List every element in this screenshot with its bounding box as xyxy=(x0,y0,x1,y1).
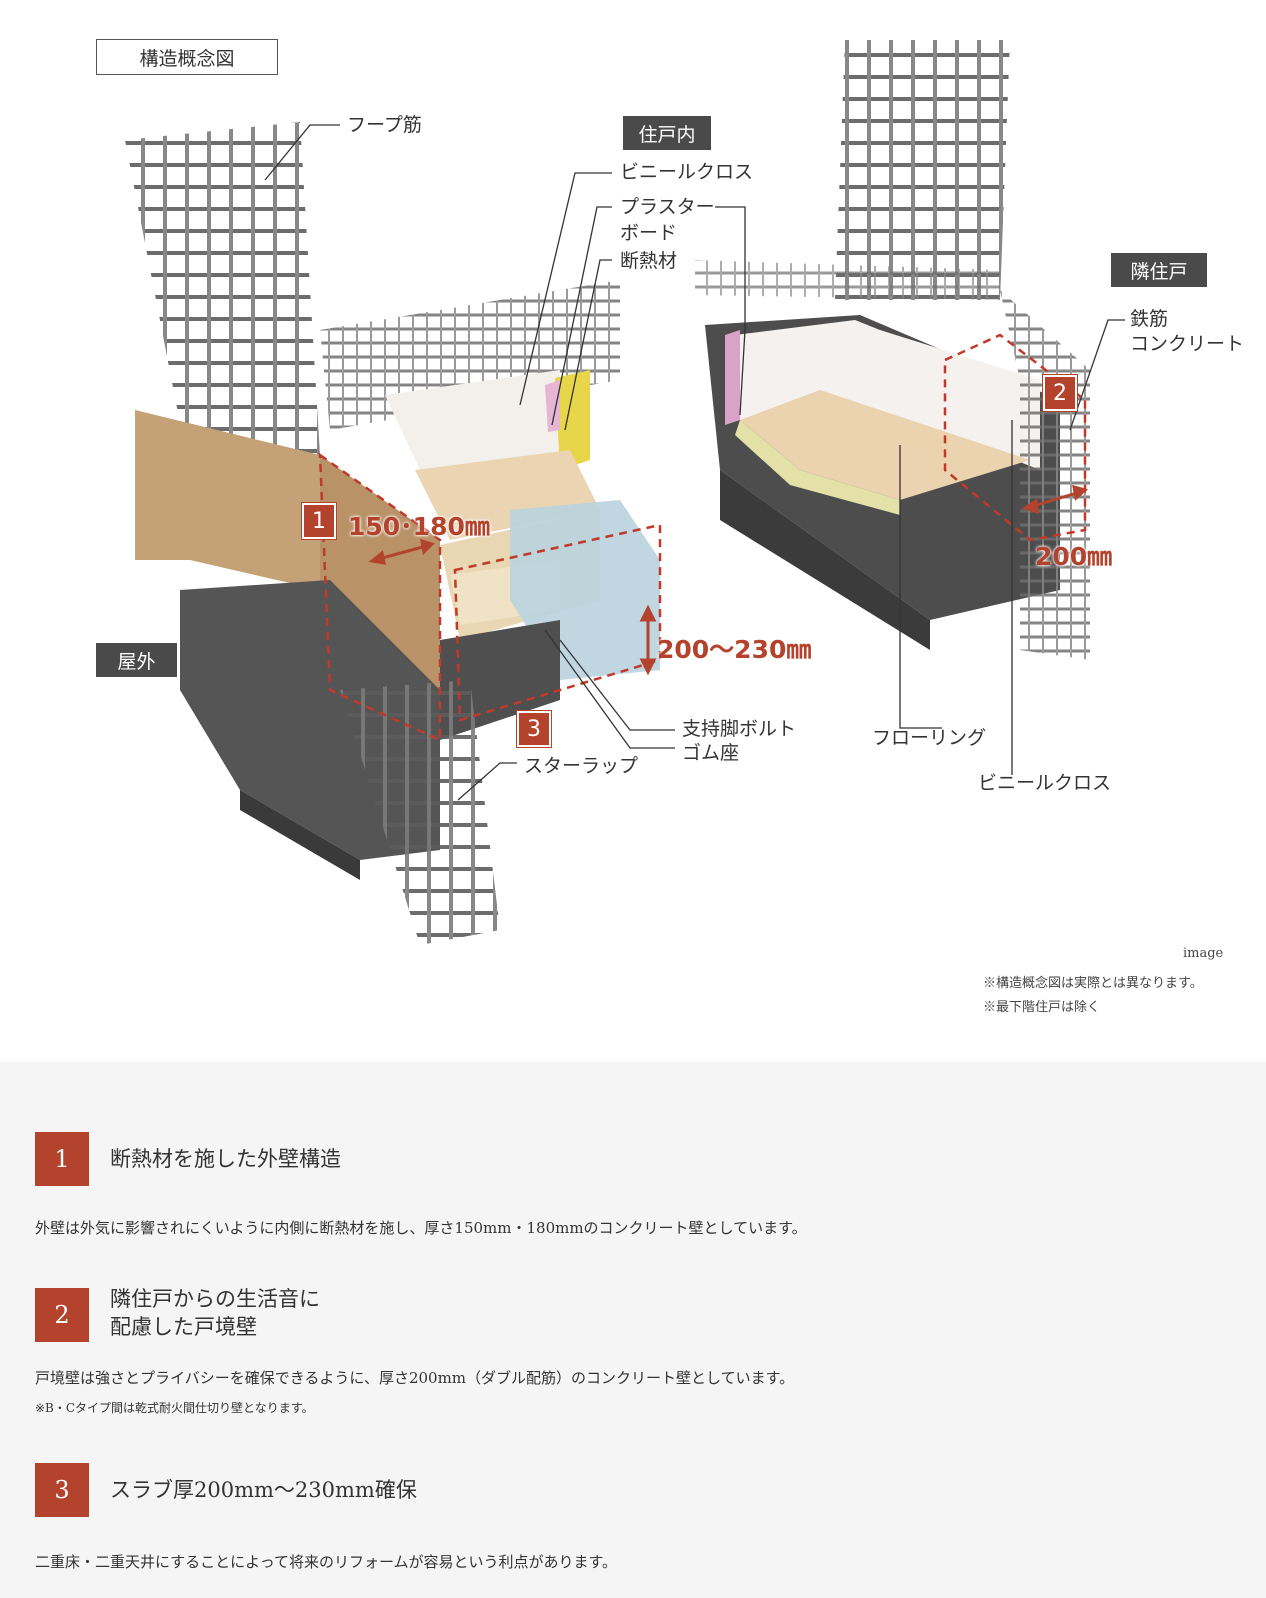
right-column-cage xyxy=(835,40,1010,300)
badge-3: 3 xyxy=(517,711,551,747)
label-plaster-board-1: プラスター xyxy=(620,196,715,218)
neighbor-wall xyxy=(735,320,1040,470)
note-1: ※構造概念図は実際とは異なります。 xyxy=(983,976,1203,991)
feature-2-title-1: 隣住戸からの生活音に xyxy=(110,1287,320,1311)
badge-2: 2 xyxy=(1043,375,1077,411)
feature-1-desc: 外壁は外気に影響されにくいように内側に断熱材を施し、厚さ150mm・180mmの… xyxy=(35,1219,807,1237)
dim-200-230: 200〜230㎜ xyxy=(657,635,812,664)
label-rubber: ゴム座 xyxy=(682,742,740,764)
dim-arrows xyxy=(368,484,1089,676)
structure-diagram: 構造概念図 住戸内 隣住戸 屋外 フープ筋 ビニールクロス プラスター ボード … xyxy=(96,39,1245,1015)
badge-1: 1 xyxy=(302,503,336,539)
note-2: ※最下階住戸は除く xyxy=(983,1000,1101,1015)
diagram-title: 構造概念図 xyxy=(96,39,278,75)
feature-3-title: スラブ厚200mm〜230mm確保 xyxy=(110,1478,417,1502)
label-insulation: 断熱材 xyxy=(620,250,678,272)
label-rc-2: コンクリート xyxy=(1130,333,1245,355)
label-bolt: 支持脚ボルト xyxy=(682,718,797,740)
stirrup-cage xyxy=(340,680,500,945)
zone-neighbor-tag: 隣住戸 xyxy=(1111,253,1207,287)
exterior-wall xyxy=(135,410,320,590)
neighbor-flooring xyxy=(740,390,1030,500)
feature-1-badge: 1 xyxy=(35,1132,89,1186)
dim-150-180: 150･180㎜ xyxy=(348,512,490,541)
structure-illustration xyxy=(125,40,1125,945)
label-rc-1: 鉄筋 xyxy=(1130,308,1169,330)
label-flooring: フローリング xyxy=(872,727,987,749)
dim-200: 200㎜ xyxy=(1035,542,1113,571)
feature-3-desc: 二重床・二重天井にすることによって将来のリフォームが容易という利点があります。 xyxy=(35,1553,618,1571)
unit-wall xyxy=(385,370,560,470)
dim-frames xyxy=(318,333,1087,742)
feature-2-title-2: 配慮した戸境壁 xyxy=(110,1315,257,1339)
zone-unit-tag: 住戸内 xyxy=(623,116,711,150)
feature-2-badge: 2 xyxy=(35,1288,89,1342)
features-section: 1 断熱材を施した外壁構造 外壁は外気に影響されにくいように内側に断熱材を施し、… xyxy=(0,1062,1266,1598)
label-hoop: フープ筋 xyxy=(347,114,422,136)
left-column-cage xyxy=(125,122,320,475)
label-plaster-board-2: ボード xyxy=(620,222,678,244)
feature-2-note: ※B・Cタイプ間は乾式耐火間仕切り壁となります。 xyxy=(35,1401,314,1415)
label-vinyl-cross-2: ビニールクロス xyxy=(978,772,1112,794)
note-image: image xyxy=(1183,946,1224,961)
feature-2-desc: 戸境壁は強さとプライバシーを確保できるように、厚さ200mm（ダブル配筋）のコン… xyxy=(35,1369,795,1387)
label-vinyl-cross: ビニールクロス xyxy=(620,161,754,183)
feature-3-badge: 3 xyxy=(35,1463,89,1517)
zone-outdoor-tag: 屋外 xyxy=(96,643,177,677)
feature-1-title: 断熱材を施した外壁構造 xyxy=(110,1147,341,1171)
leader-lines xyxy=(264,124,1125,801)
label-stirrup: スターラップ xyxy=(524,755,639,777)
